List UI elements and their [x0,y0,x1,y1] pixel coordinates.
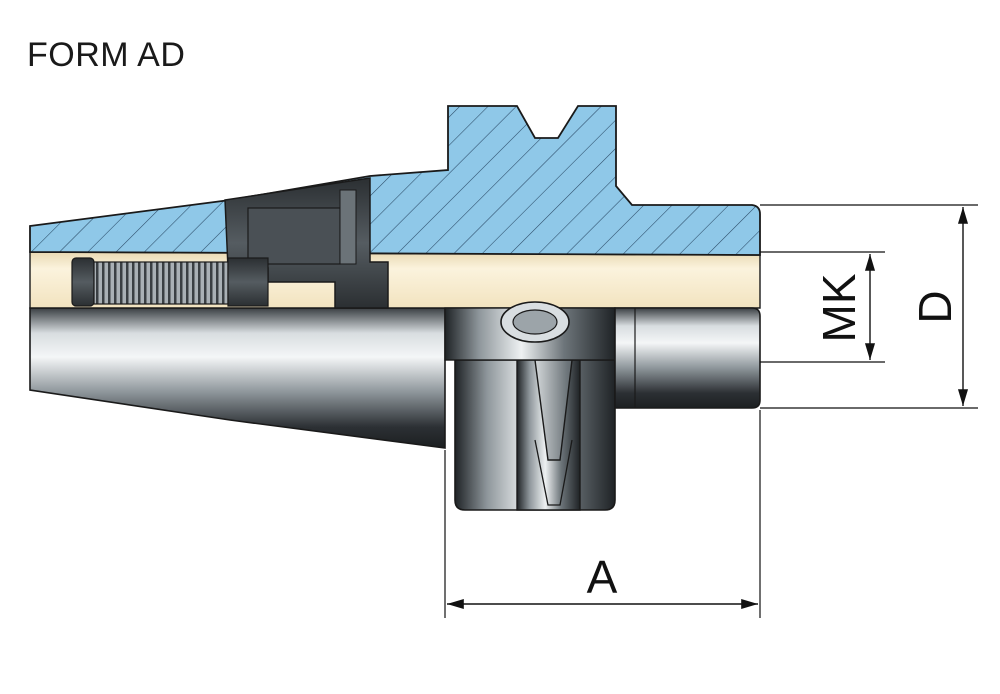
thread-left-collar [71,257,95,307]
thread-right-collar [227,257,269,307]
dimension-label-a: A [587,551,618,603]
taper-shank [29,307,446,449]
dimension-label-mk: MK [813,273,865,342]
sectioned-body [29,105,761,256]
cavity-wall [339,189,357,265]
threaded-bore [93,261,229,305]
drive-key-inner [512,309,558,335]
dimension-label-d: D [909,290,961,323]
front-nose [614,307,761,409]
v-groove-bottom [534,439,573,506]
cavity-highlight [247,207,341,265]
drawing-title: FORM AD [27,36,186,74]
